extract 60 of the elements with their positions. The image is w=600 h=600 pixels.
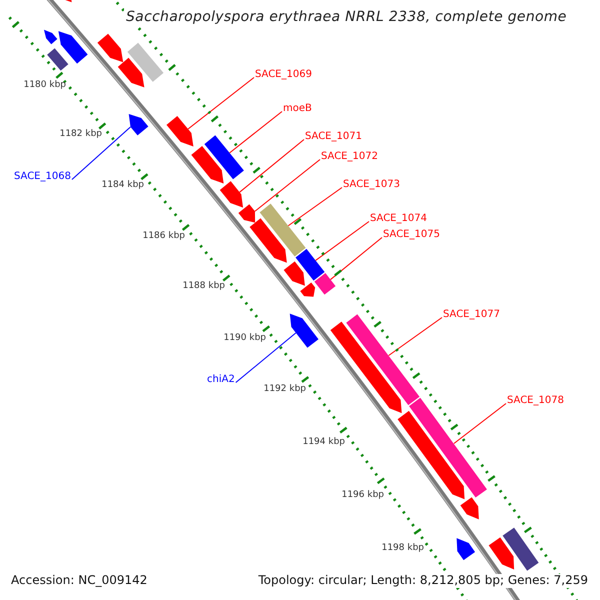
gene-label: chiA2 [207, 374, 235, 386]
gene-bar [409, 398, 487, 498]
footer-text: Topology: circular; Length: 8,212,805 bp; Genes: 7,259 [256, 574, 590, 588]
gene-label: SACE_1073 [343, 179, 400, 190]
title: Saccharopolyspora erythraea NRRL 2338, complete genome [124, 9, 569, 26]
leader-line [188, 77, 254, 130]
leader-line [254, 159, 320, 212]
scale-label: 1186 kbp [142, 231, 185, 242]
gene-feature [284, 261, 305, 286]
scale-label: 1184 kbp [102, 180, 144, 190]
leader-line [71, 126, 131, 180]
scale-label: 1198 kbp [382, 543, 424, 554]
gene-feature [220, 181, 244, 208]
gene-feature [191, 146, 224, 184]
leader-line [288, 187, 342, 226]
scale-label: 1192 kbp [264, 384, 306, 394]
gene-label: SACE_1078 [507, 395, 564, 406]
gene-bar [127, 42, 164, 82]
gene-feature [398, 410, 465, 500]
gene-bar [502, 528, 539, 571]
gene-label: SACE_1077 [443, 309, 500, 320]
gene-feature [166, 116, 194, 146]
gene-feature [330, 322, 402, 414]
gene-bar [260, 204, 306, 257]
gene-label: SACE_1074 [370, 213, 427, 224]
leader-line [315, 221, 370, 261]
leader-line [453, 403, 506, 444]
leader-line [330, 237, 382, 280]
gene-feature [238, 204, 256, 223]
scale-label: 1180 kbp [24, 80, 66, 90]
gene-label: SACE_1069 [255, 69, 312, 80]
gene-feature [488, 537, 514, 570]
leader-line [388, 317, 442, 356]
scale-label: 1196 kbp [342, 490, 384, 500]
gene-feature [97, 34, 124, 62]
gene-label: moeB [283, 103, 312, 114]
leader-line [239, 139, 304, 193]
scale-label: 1190 kbp [224, 333, 266, 344]
gene-feature [58, 31, 88, 64]
gene-feature [128, 114, 148, 136]
gene-bar [314, 273, 336, 295]
gene-bar [296, 248, 325, 281]
gene-label: SACE_1075 [383, 229, 440, 240]
scale-label: 1188 kbp [182, 281, 225, 292]
gene-feature [456, 538, 476, 560]
gene-label: SACE_1072 [321, 151, 378, 162]
gene-label: SACE_1071 [305, 131, 362, 142]
scale-label: 1194 kbp [302, 437, 345, 448]
gene-feature [460, 497, 479, 520]
gene-label: SACE_1068 [14, 171, 71, 182]
gene-bar [346, 314, 420, 406]
gene-feature [290, 314, 318, 348]
leader-line [229, 111, 282, 154]
footer-text: Accession: NC_009142 [9, 574, 150, 588]
gene-bar [47, 48, 68, 71]
gene-feature [250, 218, 287, 263]
leader-line [235, 332, 296, 383]
scale-label: 1182 kbp [60, 129, 102, 140]
gene-bar [204, 135, 244, 180]
gene-feature [118, 58, 144, 88]
